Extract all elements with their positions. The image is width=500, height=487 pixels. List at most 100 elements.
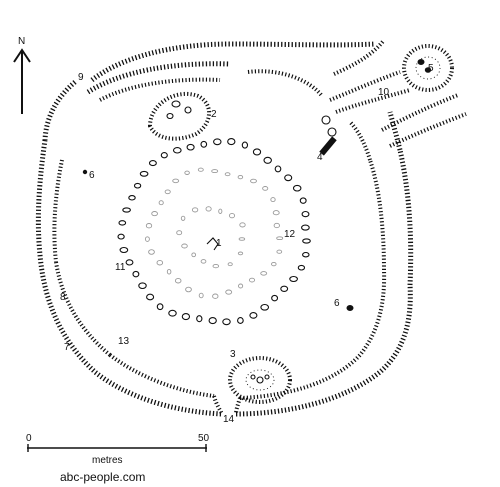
stone bbox=[148, 160, 157, 167]
stone bbox=[260, 303, 270, 311]
stone bbox=[156, 303, 164, 311]
stone bbox=[117, 233, 125, 240]
stone bbox=[272, 210, 280, 216]
enclosure-2 bbox=[147, 92, 211, 141]
label-3: 3 bbox=[230, 349, 236, 360]
stone bbox=[122, 207, 131, 213]
stone bbox=[138, 282, 147, 290]
stone bbox=[249, 312, 258, 319]
outer-stone-ring bbox=[117, 138, 311, 326]
south-entrance bbox=[212, 395, 242, 415]
label-8: 8 bbox=[60, 292, 66, 303]
marker-6-right bbox=[346, 305, 354, 311]
stone bbox=[213, 138, 222, 146]
stone bbox=[274, 165, 282, 173]
marker-6-left bbox=[82, 169, 88, 175]
stone bbox=[160, 152, 168, 159]
scale-unit: metres bbox=[92, 455, 123, 466]
stone bbox=[222, 318, 231, 326]
stone bbox=[144, 236, 150, 242]
label-10: 10 bbox=[378, 87, 390, 98]
stone bbox=[191, 252, 197, 258]
entrance-stones bbox=[319, 115, 337, 156]
label-11: 11 bbox=[115, 262, 126, 273]
stone bbox=[151, 211, 158, 217]
label-6-left: 6 bbox=[89, 170, 95, 181]
stone bbox=[218, 208, 223, 214]
stone bbox=[212, 293, 219, 299]
stone bbox=[289, 275, 298, 283]
stone bbox=[237, 317, 244, 324]
stone bbox=[211, 169, 219, 174]
stone bbox=[176, 230, 183, 236]
stone bbox=[299, 197, 307, 204]
stone bbox=[184, 170, 190, 175]
stone bbox=[181, 313, 191, 321]
stone bbox=[284, 174, 293, 182]
stone bbox=[227, 138, 236, 146]
stone bbox=[174, 277, 182, 284]
top-right-enclosure bbox=[402, 44, 454, 92]
label-14: 14 bbox=[223, 414, 235, 425]
stone bbox=[164, 189, 171, 195]
stone bbox=[156, 259, 164, 266]
stone bbox=[200, 259, 207, 264]
stone bbox=[145, 223, 153, 229]
label-9: 9 bbox=[78, 72, 84, 83]
scale-end: 50 bbox=[198, 433, 210, 444]
stone bbox=[166, 268, 172, 275]
label-13: 13 bbox=[118, 336, 130, 347]
stone bbox=[250, 178, 257, 184]
stone bbox=[133, 182, 142, 189]
label-4: 4 bbox=[317, 152, 323, 163]
stone bbox=[132, 270, 140, 278]
stone bbox=[197, 167, 204, 172]
label-7: 7 bbox=[64, 342, 70, 353]
stone bbox=[297, 264, 306, 271]
stone bbox=[239, 222, 246, 228]
stone bbox=[271, 294, 279, 302]
stone bbox=[276, 236, 284, 241]
stone bbox=[205, 206, 212, 212]
stone bbox=[172, 147, 182, 154]
stone bbox=[270, 197, 276, 203]
stone bbox=[185, 286, 192, 293]
inner-bank bbox=[52, 69, 387, 400]
stone bbox=[292, 184, 302, 192]
avenue bbox=[329, 38, 467, 148]
stone bbox=[301, 210, 310, 218]
stone bbox=[158, 200, 164, 206]
stone bbox=[125, 259, 134, 266]
stone bbox=[263, 156, 272, 164]
stone bbox=[212, 263, 220, 269]
stone bbox=[252, 148, 262, 156]
label-2: 2 bbox=[211, 109, 217, 120]
stone bbox=[276, 249, 283, 254]
stone bbox=[237, 174, 244, 180]
scale-start: 0 bbox=[26, 433, 32, 444]
label-5: 5 bbox=[428, 63, 434, 74]
stone bbox=[208, 317, 217, 325]
stone bbox=[200, 140, 208, 148]
inner-stone-ring bbox=[176, 206, 246, 269]
middle-stone-ring bbox=[144, 167, 284, 299]
stone bbox=[168, 309, 177, 317]
stone bbox=[237, 251, 244, 256]
enclosure-3 bbox=[228, 356, 292, 404]
outer-bank bbox=[35, 41, 414, 417]
stone bbox=[280, 285, 289, 292]
stone bbox=[196, 315, 203, 323]
stone bbox=[148, 249, 155, 255]
north-label: N bbox=[18, 36, 25, 47]
stone bbox=[241, 141, 249, 149]
stone bbox=[302, 238, 311, 244]
stone bbox=[302, 251, 310, 258]
stone bbox=[227, 262, 233, 267]
stone bbox=[139, 170, 149, 177]
scale-bar bbox=[27, 444, 207, 452]
stone bbox=[238, 237, 246, 241]
credit-text: abc-people.com bbox=[60, 470, 145, 484]
stone bbox=[228, 212, 236, 219]
stone bbox=[301, 224, 310, 231]
stone bbox=[191, 207, 199, 213]
